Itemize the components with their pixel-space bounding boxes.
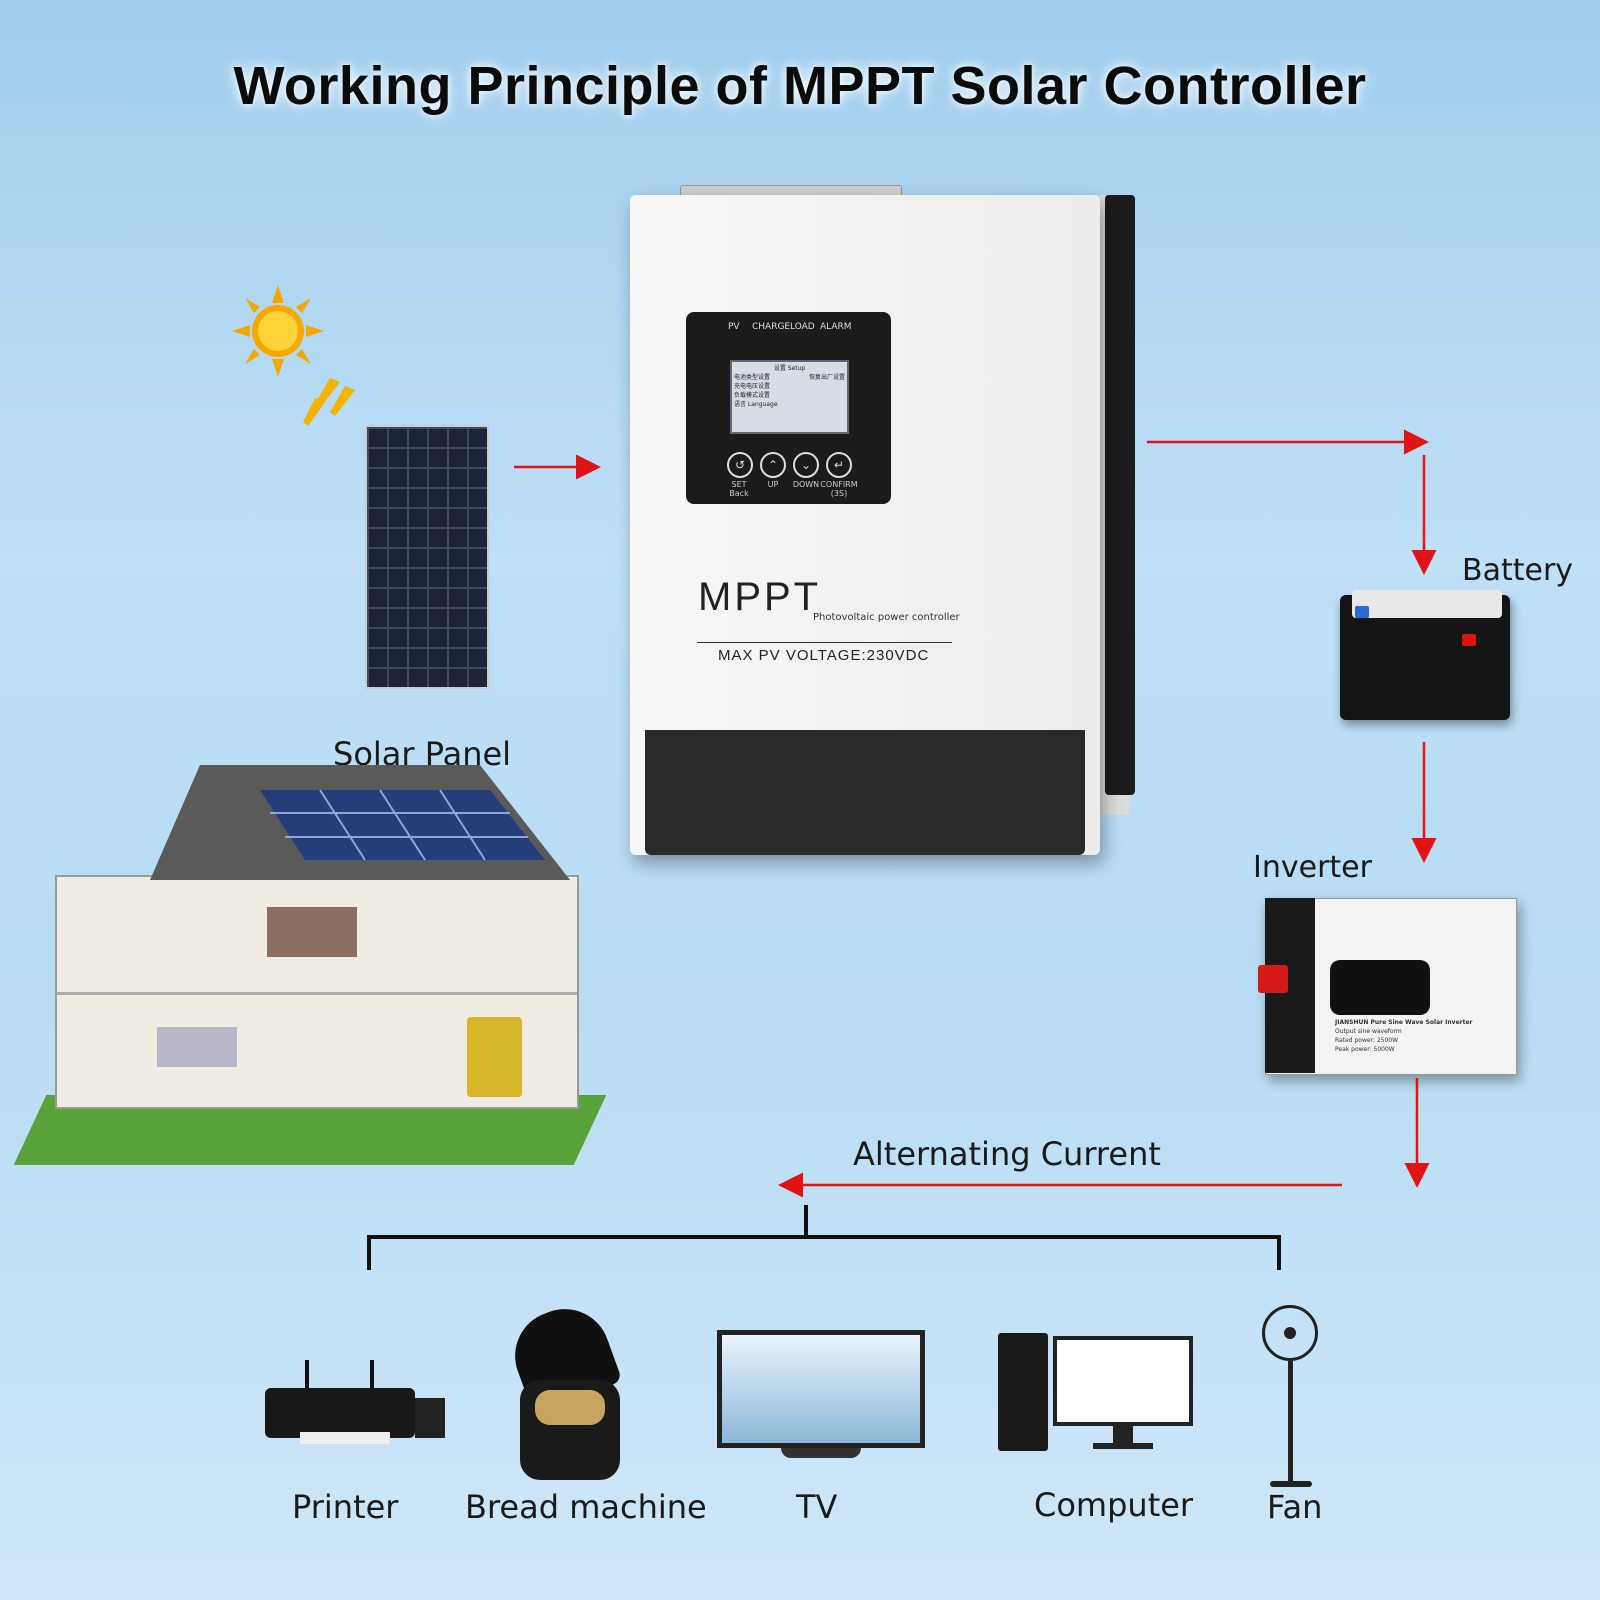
- controller-max-voltage: MAX PV VOLTAGE:230VDC: [718, 647, 930, 664]
- sun-icon: [232, 285, 324, 377]
- controller-lcd-screen: 设置 Setup 电池类型设置 恢复出厂设置 充电电压设置 负载模式设置 语言 L…: [730, 360, 849, 434]
- up-button: ⌃: [760, 452, 786, 478]
- bus-feed-line: [804, 1205, 808, 1237]
- inverter-terminal: [1258, 965, 1288, 993]
- confirm-button: ↵: [826, 452, 852, 478]
- controller-terminal-cover: [645, 730, 1085, 855]
- controller-mount-bracket: [1105, 195, 1135, 795]
- lcd-line: 电池类型设置: [734, 374, 771, 381]
- lcd-line: 负载模式设置: [734, 392, 771, 399]
- inverter-label: Inverter: [1253, 850, 1372, 885]
- confirm-label: CONFIRM (3S): [820, 480, 858, 498]
- battery-top: [1352, 590, 1502, 618]
- down-button: ⌄: [793, 452, 819, 478]
- battery-negative-terminal: [1355, 606, 1369, 618]
- page-title: Working Principle of MPPT Solar Controll…: [233, 56, 1367, 116]
- battery-positive-terminal: [1462, 634, 1476, 646]
- bus-drop-right: [1277, 1235, 1281, 1270]
- distribution-bus: [367, 1235, 1281, 1239]
- house-roof: [150, 765, 570, 880]
- ac-label: Alternating Current: [853, 1135, 1161, 1173]
- fan-image: [1262, 1305, 1322, 1490]
- fan-label: Fan: [1267, 1488, 1323, 1526]
- lcd-line: 设置 Setup: [773, 365, 806, 372]
- lcd-line: 充电电压设置: [734, 383, 771, 390]
- computer-image: [998, 1333, 1198, 1453]
- house-image: [55, 875, 579, 1109]
- computer-label: Computer: [1034, 1486, 1194, 1524]
- inverter-display: [1330, 960, 1430, 1015]
- printer-label: Printer: [292, 1488, 399, 1526]
- bread-machine-image: [502, 1296, 623, 1480]
- set-back-button: ↺: [727, 452, 753, 478]
- inverter-spec: Rated power: 2500W: [1335, 1037, 1399, 1044]
- printer-image: [265, 1360, 450, 1445]
- up-label: UP: [767, 480, 779, 489]
- controller-divider: [697, 642, 952, 643]
- down-label: DOWN: [792, 480, 820, 489]
- battery-label: Battery: [1462, 553, 1574, 588]
- controller-brand: MPPT: [698, 575, 822, 619]
- indicator-charge: CHARGE: [752, 322, 791, 332]
- bread-machine-label: Bread machine: [465, 1488, 707, 1526]
- bus-drop-left: [367, 1235, 371, 1270]
- lcd-line: 语言 Language: [734, 401, 778, 408]
- set-back-label: SET Back: [729, 480, 749, 498]
- inverter-spec: Output sine waveform: [1335, 1028, 1402, 1035]
- inverter-spec: Peak power: 5000W: [1335, 1046, 1395, 1053]
- controller-subtitle: Photovoltaic power controller: [813, 612, 960, 623]
- tv-image: [717, 1330, 925, 1465]
- indicator-pv: PV: [728, 322, 740, 332]
- tv-label: TV: [796, 1488, 838, 1526]
- indicator-alarm: ALARM: [820, 322, 852, 332]
- indicator-load: LOAD: [790, 322, 815, 332]
- sunray-icon: [303, 378, 355, 426]
- inverter-brand: JIANSHUN Pure Sine Wave Solar Inverter: [1335, 1019, 1473, 1026]
- solar-panel-image: [365, 425, 489, 689]
- lcd-line: 恢复出厂设置: [808, 374, 845, 381]
